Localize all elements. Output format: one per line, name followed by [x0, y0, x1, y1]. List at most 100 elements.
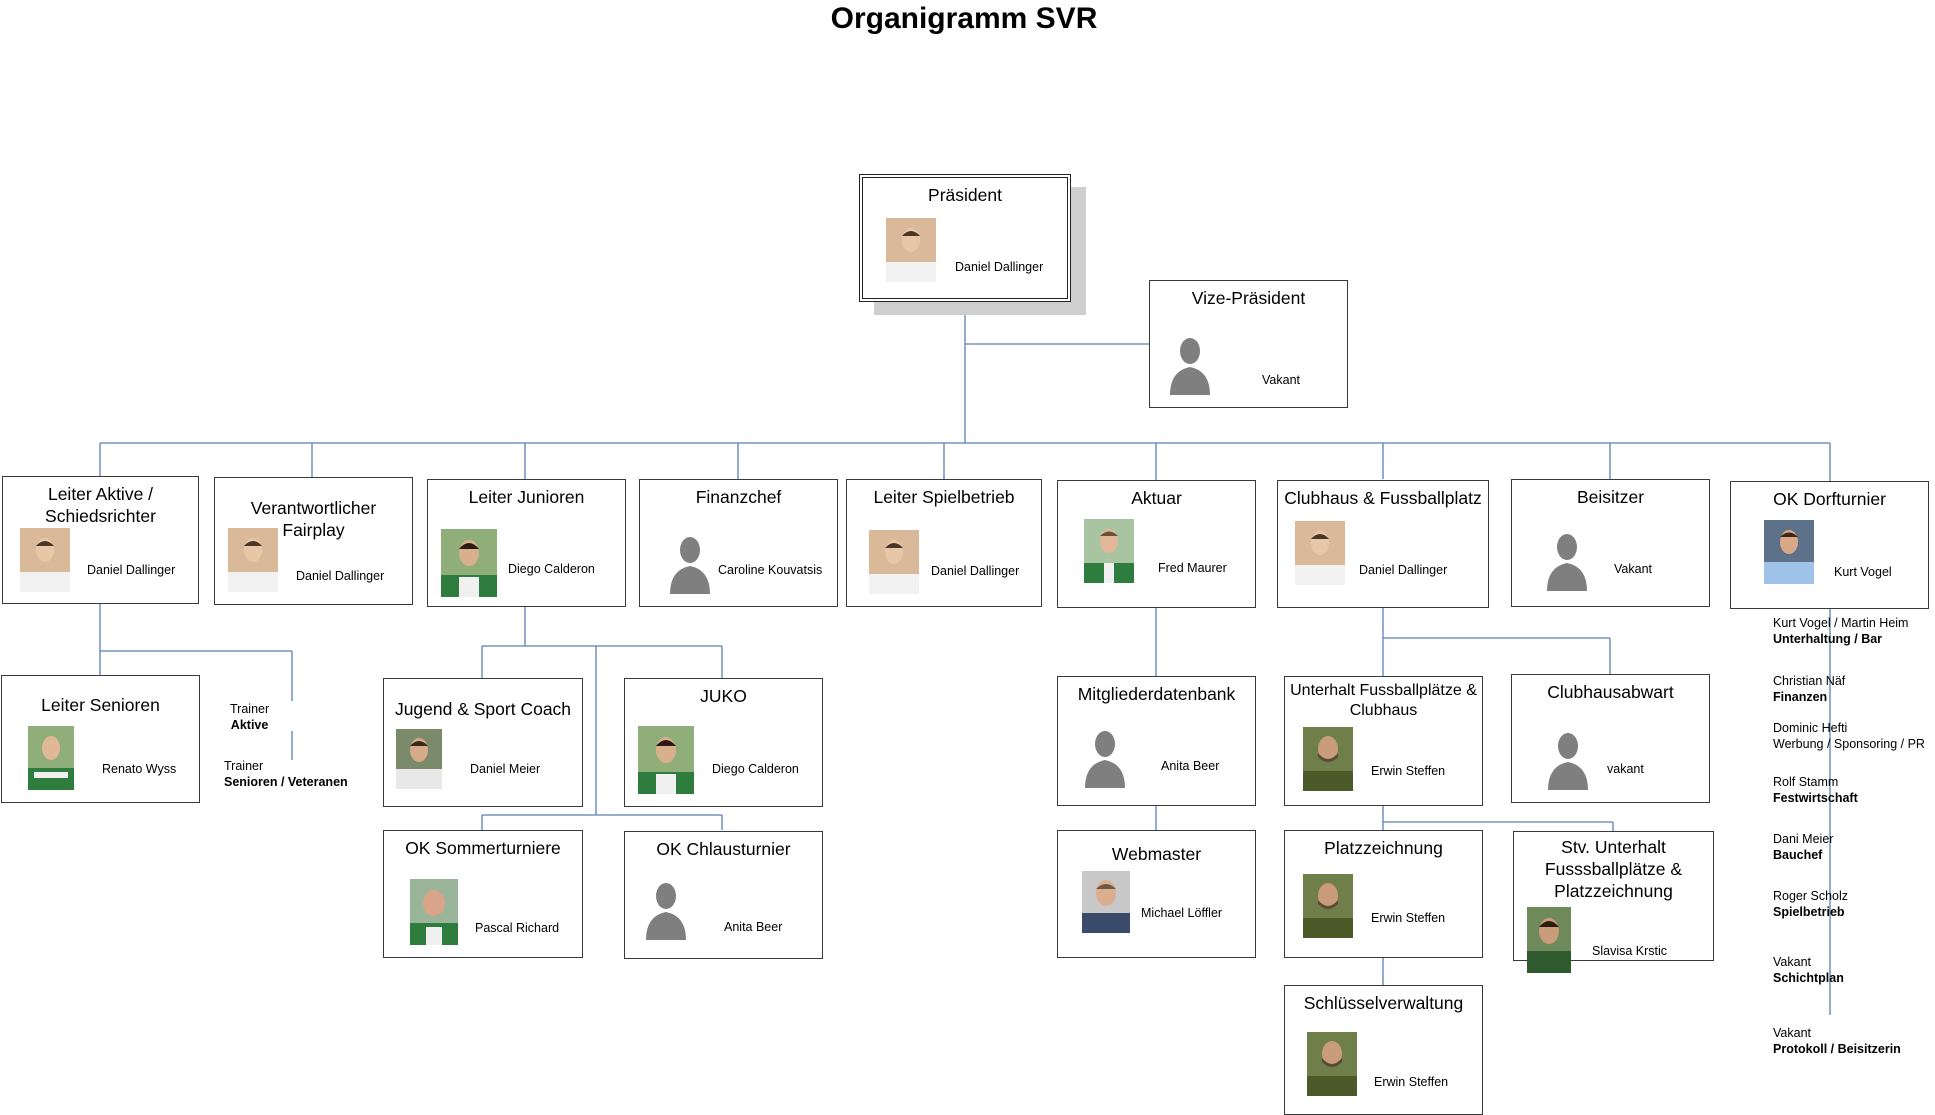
person-name: Renato Wyss [102, 762, 177, 776]
trainer-line1: Trainer [224, 759, 264, 773]
node-finanzchef: Finanzchef Caroline Kouvatsis [639, 479, 838, 607]
node-leiter-aktive: Leiter Aktive / Schiedsrichter Daniel Da… [2, 476, 199, 604]
node-juko: JUKO Diego Calderon [624, 678, 823, 807]
role-title: Stv. Unterhalt Fusssballplätze & Platzze… [1544, 837, 1683, 901]
person-name: Michael Löffler [1141, 906, 1223, 920]
member-task: Schichtplan [1773, 970, 1844, 985]
person-name: Anita Beer [1161, 759, 1220, 773]
trainer-line2: Senioren / Veteranen [224, 774, 348, 789]
role-title: Leiter Senioren [41, 695, 160, 715]
role-title: Jugend & Sport Coach [394, 699, 572, 719]
person-name: Diego Calderon [508, 562, 595, 576]
portrait-photo [638, 726, 694, 794]
portrait-photo [1303, 727, 1353, 791]
role-title: Verantwortlicher Fairplay [250, 498, 377, 540]
dorfturnier-member: Christian Näf Finanzen [1773, 674, 1845, 705]
person-name: Pascal Richard [475, 921, 560, 935]
node-leiter-senioren: Leiter Senioren Renato Wyss [1, 675, 200, 803]
person-name: Daniel Dallinger [955, 260, 1044, 274]
portrait-photo [1082, 871, 1130, 933]
person-name: Anita Beer [724, 920, 783, 934]
role-title: Clubhaus & Fussballplatz [1284, 488, 1482, 508]
portrait-photo [28, 726, 74, 790]
member-name: Rolf Stamm [1773, 775, 1839, 789]
role-title: Leiter Spielbetrieb [873, 487, 1015, 507]
node-praesident: Präsident Daniel Dallinger [859, 174, 1071, 302]
member-task: Festwirtschaft [1773, 790, 1858, 805]
trainer-aktive-label: Trainer Aktive [230, 702, 269, 733]
placeholder-silhouette-icon [1168, 331, 1212, 395]
member-task: Protokoll / Beisitzerin [1773, 1041, 1901, 1056]
person-name: Daniel Dallinger [87, 563, 176, 577]
role-title: Mitgliederdatenbank [1077, 684, 1236, 704]
role-title: Finanzchef [695, 487, 782, 507]
person-name: Caroline Kouvatsis [718, 563, 823, 577]
dorfturnier-member: Kurt Vogel / Martin Heim Unterhaltung / … [1773, 616, 1908, 647]
role-title: Präsident [928, 185, 1002, 205]
portrait-photo [441, 529, 497, 597]
member-name: Roger Scholz [1773, 889, 1849, 903]
node-clubhausabwart: Clubhausabwart vakant [1511, 674, 1710, 803]
node-beisitzer: Beisitzer Vakant [1511, 479, 1710, 607]
node-schluesselverwaltung: Schlüsselverwaltung Erwin Steffen [1284, 985, 1483, 1115]
trainer-line2: Aktive [230, 717, 269, 732]
node-ok-sommerturniere: OK Sommerturniere Pascal Richard [383, 830, 583, 958]
trainer-senioren-label: Trainer Senioren / Veteranen [224, 759, 348, 790]
node-platzzeichnung: Platzzeichnung Erwin Steffen [1284, 830, 1483, 958]
dorfturnier-member: Dani Meier Bauchef [1773, 832, 1833, 863]
node-clubhaus-fussballplatz: Clubhaus & Fussballplatz Daniel Dallinge… [1277, 480, 1489, 608]
portrait-photo [1295, 521, 1345, 585]
member-task: Bauchef [1773, 847, 1823, 862]
person-name: Kurt Vogel [1834, 565, 1892, 579]
placeholder-silhouette-icon [644, 876, 688, 940]
role-title: Aktuar [1131, 488, 1182, 508]
portrait-photo [1084, 519, 1134, 583]
placeholder-silhouette-icon [1546, 726, 1590, 790]
person-name: Slavisa Krstic [1592, 944, 1668, 958]
person-name: Erwin Steffen [1374, 1075, 1449, 1089]
person-name: Vakant [1262, 373, 1300, 387]
person-name: vakant [1607, 762, 1644, 776]
portrait-photo [228, 528, 278, 592]
node-vize-praesident: Vize-Präsident Vakant [1149, 280, 1348, 408]
node-aktuar: Aktuar Fred Maurer [1057, 480, 1256, 608]
role-title: OK Chlausturnier [656, 839, 791, 859]
role-title: Platzzeichnung [1324, 838, 1443, 858]
dorfturnier-member: Dominic Hefti Werbung / Sponsoring / PR [1773, 721, 1925, 752]
role-title: JUKO [700, 686, 747, 706]
member-name: Vakant [1773, 955, 1811, 969]
person-name: Vakant [1614, 562, 1652, 576]
node-ok-dorfturnier: OK Dorfturnier Kurt Vogel [1730, 481, 1929, 609]
person-name: Fred Maurer [1158, 561, 1227, 575]
member-task: Werbung / Sponsoring / PR [1773, 736, 1925, 751]
node-mitgliederdatenbank: Mitgliederdatenbank Anita Beer [1057, 676, 1256, 806]
role-title: Clubhausabwart [1547, 682, 1674, 702]
member-task: Unterhaltung / Bar [1773, 631, 1883, 646]
role-title: Leiter Aktive / Schiedsrichter [45, 484, 156, 526]
portrait-photo [1303, 874, 1353, 938]
dorfturnier-member: Vakant Schichtplan [1773, 955, 1844, 986]
dorfturnier-member: Rolf Stamm Festwirtschaft [1773, 775, 1858, 806]
person-name: Erwin Steffen [1371, 764, 1446, 778]
node-fairplay: Verantwortlicher Fairplay Daniel Dalling… [214, 477, 413, 605]
dorfturnier-member: Roger Scholz Spielbetrieb [1773, 889, 1848, 920]
chart-title: Organigramm SVR [830, 2, 1098, 35]
member-name: Christian Näf [1773, 674, 1846, 688]
portrait-photo [20, 528, 70, 592]
portrait-photo [1307, 1032, 1357, 1096]
role-title: Unterhalt Fussballplätze & Clubhaus [1290, 682, 1477, 719]
node-leiter-junioren: Leiter Junioren Diego Calderon [427, 479, 626, 607]
portrait-photo [410, 879, 458, 945]
role-title: Schlüsselverwaltung [1303, 993, 1464, 1013]
portrait-photo [886, 218, 936, 282]
node-js-coach: Jugend & Sport Coach Daniel Meier [383, 678, 583, 807]
placeholder-silhouette-icon [668, 530, 712, 594]
node-webmaster: Webmaster Michael Löffler [1057, 830, 1256, 958]
person-name: Daniel Dallinger [296, 569, 385, 583]
portrait-photo [396, 729, 442, 789]
placeholder-silhouette-icon [1545, 527, 1589, 591]
member-task: Finanzen [1773, 689, 1828, 704]
role-title: Webmaster [1111, 844, 1202, 864]
trainer-line1: Trainer [230, 702, 270, 716]
